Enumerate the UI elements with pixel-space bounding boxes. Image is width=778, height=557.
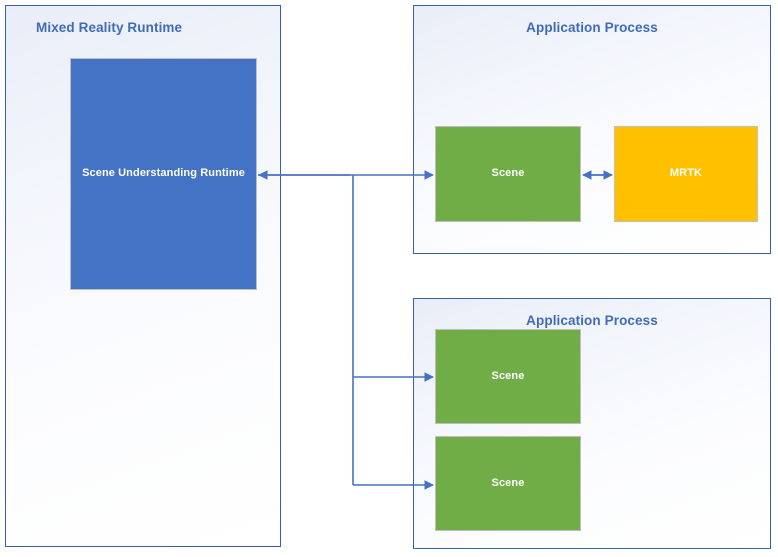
block-scene-middle[interactable]: Scene [435,329,581,424]
block-mrtk[interactable]: MRTK [614,126,758,222]
container-title-mixed-reality-runtime: Mixed Reality Runtime [36,20,183,35]
block-scene-top[interactable]: Scene [435,126,581,222]
block-scene-understanding-runtime[interactable]: Scene Understanding Runtime [70,58,257,290]
container-title-application-process-top: Application Process [526,20,658,35]
container-title-application-process-bottom: Application Process [526,313,658,328]
block-scene-bottom[interactable]: Scene [435,436,581,531]
